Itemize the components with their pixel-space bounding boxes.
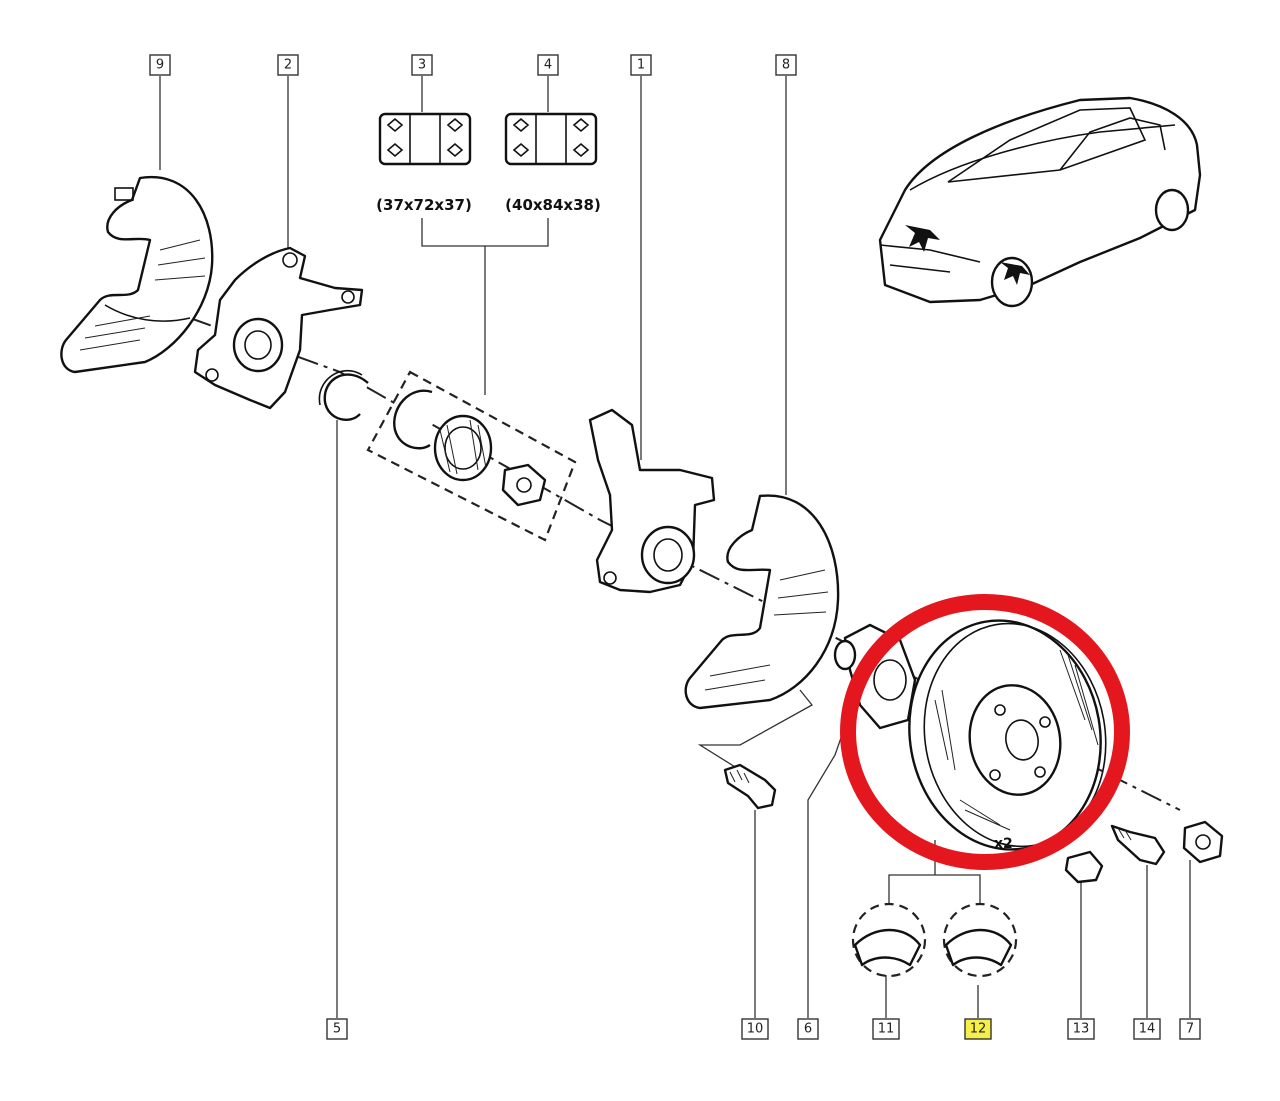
brake-disc-icon [908, 619, 1107, 851]
svg-text:6: 6 [804, 1022, 812, 1037]
svg-text:1: 1 [637, 58, 645, 73]
bearing-size-label-3: (37x72x37) [376, 196, 472, 214]
svg-text:13: 13 [1073, 1022, 1090, 1037]
svg-text:4: 4 [544, 58, 552, 73]
quantity-mark: x2 [994, 836, 1013, 852]
callout-10: 10 [741, 1018, 769, 1040]
steering-knuckle-icon [588, 408, 716, 594]
bearing-diagram-4 [504, 112, 598, 166]
callout-4: 4 [537, 54, 559, 76]
svg-text:14: 14 [1139, 1022, 1156, 1037]
svg-text:12: 12 [970, 1022, 987, 1037]
dust-shield-icon [684, 494, 840, 771]
svg-text:11: 11 [878, 1022, 895, 1037]
leader-lines [159, 76, 1191, 1018]
nut-icon [501, 463, 547, 507]
dust-shield-icon [60, 175, 214, 374]
callout-6: 6 [797, 1018, 819, 1040]
callout-3: 3 [411, 54, 433, 76]
bolt-icon [1064, 850, 1104, 884]
callout-12: 12 [964, 1018, 992, 1040]
steering-knuckle-icon [193, 246, 364, 410]
svg-text:3: 3 [418, 58, 426, 73]
disc-section-detail-11 [851, 902, 927, 978]
bolt-icon [723, 763, 777, 810]
svg-text:2: 2 [284, 58, 292, 73]
svg-text:10: 10 [747, 1022, 764, 1037]
highlight-ring [840, 594, 1130, 870]
bolt-icon [1110, 824, 1166, 866]
svg-text:9: 9 [156, 58, 164, 73]
callout-11: 11 [872, 1018, 900, 1040]
car-icon [878, 96, 1202, 308]
callout-7: 7 [1179, 1018, 1201, 1040]
callout-5: 5 [326, 1018, 348, 1040]
callout-14: 14 [1133, 1018, 1161, 1040]
svg-text:8: 8 [782, 58, 790, 73]
callout-2: 2 [277, 54, 299, 76]
callout-13: 13 [1067, 1018, 1095, 1040]
bearing-diagram-3 [378, 112, 472, 166]
disc-section-detail-12 [942, 902, 1018, 978]
bearing-size-label-4: (40x84x38) [505, 196, 601, 214]
circlip-icon [318, 369, 369, 421]
bearing-kit [366, 370, 577, 542]
svg-text:7: 7 [1186, 1022, 1194, 1037]
callout-1: 1 [630, 54, 652, 76]
svg-text:5: 5 [333, 1022, 341, 1037]
callout-8: 8 [775, 54, 797, 76]
callout-9: 9 [149, 54, 171, 76]
nut-icon [1182, 820, 1224, 864]
wheel-bearing-icon [433, 414, 493, 482]
